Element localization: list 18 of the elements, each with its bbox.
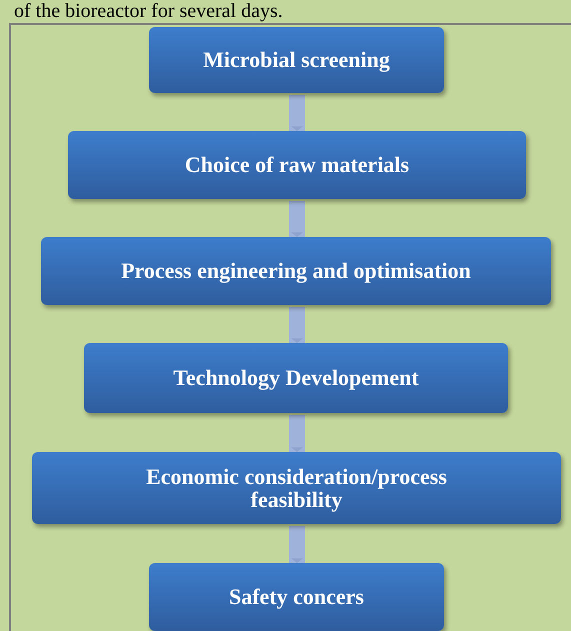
process-box: [149, 563, 444, 631]
step-label: Safety concers: [228, 585, 365, 609]
process-box: [84, 343, 508, 413]
step-label: Process engineering and optimisation: [120, 259, 472, 283]
process-box: [32, 452, 561, 524]
block-arrow: [289, 201, 305, 237]
step-label: Microbial screening: [202, 48, 391, 72]
step-label: Choice of raw materials: [184, 153, 410, 177]
body-text: of the bioreactor for several days.: [14, 0, 283, 22]
step-label: Technology Developement: [172, 366, 420, 390]
process-box: [149, 27, 444, 93]
process-box: [68, 131, 526, 199]
block-arrow: [289, 526, 305, 563]
process-box: [41, 237, 551, 305]
block-arrow: [289, 415, 305, 452]
block-arrow: [289, 95, 305, 131]
step-label: Economic consideration/process feasibility: [145, 464, 448, 512]
block-arrow: [289, 307, 305, 343]
